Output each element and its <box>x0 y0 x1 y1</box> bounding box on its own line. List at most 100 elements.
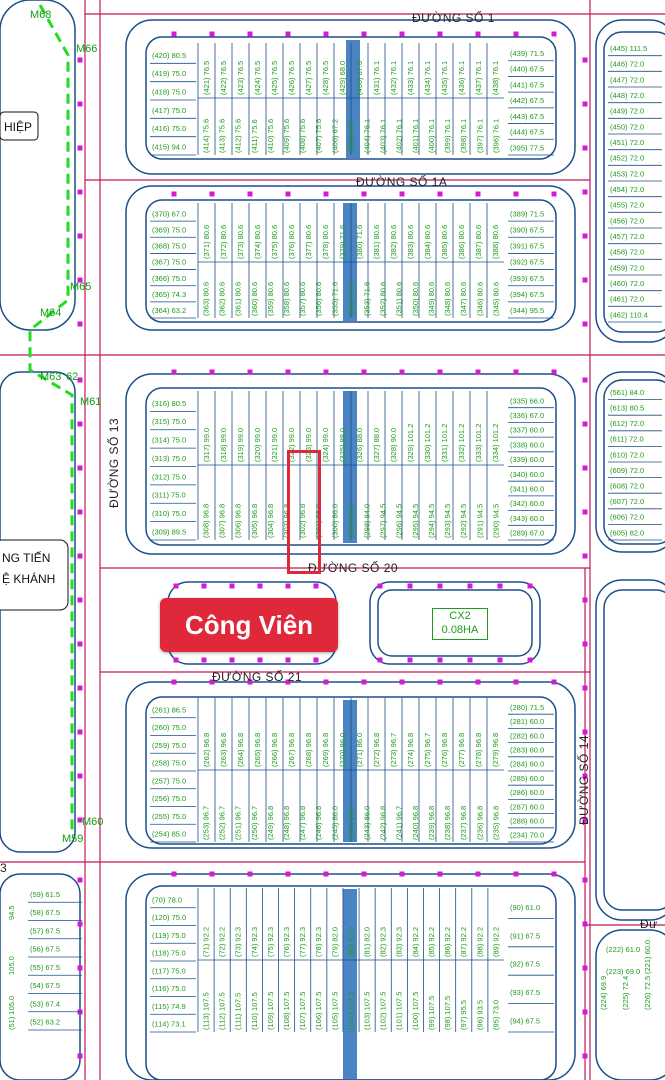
b5-lot-top: (84) 92.2 <box>411 927 420 957</box>
b3-lot-top: (333) 101.2 <box>474 424 483 462</box>
b1-lot-bottom: (402) 76.1 <box>395 119 404 153</box>
survey-marker-dot <box>582 57 588 63</box>
survey-marker-dot <box>551 191 557 197</box>
b4-lot-right: (234) 70.0 <box>510 831 544 840</box>
survey-marker-dot <box>361 369 367 375</box>
survey-marker-dot <box>323 679 329 685</box>
b2-lot-bottom: (363) 80.6 <box>201 282 210 316</box>
right-mid-lot: (605) 82.0 <box>610 528 644 537</box>
b5-lot-top: (87) 92.2 <box>459 927 468 957</box>
b2-lot-bottom: (355) 71.6 <box>330 282 339 316</box>
survey-marker-dot <box>582 233 588 239</box>
b3-lot-bottom: (297) 94.5 <box>379 504 388 538</box>
survey-marker-dot <box>582 465 588 471</box>
survey-marker-dot <box>77 509 83 515</box>
b5-lot-top: (72) 92.2 <box>218 927 227 957</box>
left-bottom-vert-lot: 105.0 <box>7 956 16 975</box>
survey-marker-dot <box>582 685 588 691</box>
b3-lot-bottom: (307) 96.8 <box>218 504 227 538</box>
b1-lot-right: (442) 67.5 <box>510 96 544 105</box>
b4-lot-bottom: (244) 86.0 <box>346 806 355 840</box>
b1-lot-right: (440) 67.5 <box>510 65 544 74</box>
road-label-so13: ĐƯỜNG SỐ 13 <box>106 418 121 508</box>
survey-marker-dot <box>582 189 588 195</box>
survey-marker-dot <box>77 101 83 107</box>
b1-lot-top: (437) 76.1 <box>474 61 483 95</box>
left-bottom-lot: (53) 67.4 <box>30 999 60 1008</box>
b4-lot-top: (275) 96.7 <box>423 733 432 767</box>
left-bottom-lot: (56) 67.5 <box>30 945 60 954</box>
lot-labels: (420) 80.5(419) 75.0(418) 75.0(417) 75.0… <box>7 43 662 1033</box>
survey-marker-dot <box>313 657 319 663</box>
b1-lot-bottom: (401) 76.1 <box>411 119 420 153</box>
b2-lot-top: (377) 80.6 <box>304 225 313 259</box>
place-label-hiep: HIỆP <box>4 119 32 134</box>
b4-lot-bottom: (245) 86.0 <box>330 806 339 840</box>
b2-lot-top: (382) 80.6 <box>389 225 398 259</box>
right-mid-lot: (608) 72.0 <box>610 482 644 491</box>
survey-marker-dot <box>171 369 177 375</box>
survey-marker-dot <box>77 233 83 239</box>
b5-lot-right: (91) 67.5 <box>510 931 540 940</box>
marker-62: 62 <box>66 371 78 383</box>
b3-lot-bottom: (304) 96.8 <box>266 504 275 538</box>
b5-lot-top: (79) 82.0 <box>330 927 339 957</box>
survey-marker-dot <box>171 191 177 197</box>
survey-marker-dot <box>173 583 179 589</box>
b4-lot-top: (270) 86.0 <box>338 733 347 767</box>
road-label-partial-left: 3 <box>0 861 7 875</box>
b2-lot-bottom: (353) 71.6 <box>363 282 372 316</box>
b4-lot-top: (276) 96.8 <box>440 733 449 767</box>
b1-lot-bottom: (404) 76.1 <box>363 119 372 153</box>
b1-lot-left: (418) 75.0 <box>152 88 186 97</box>
right-mid-lot: (609) 72.0 <box>610 466 644 475</box>
survey-marker-dot <box>171 871 177 877</box>
b1-lot-top: (431) 76.1 <box>372 61 381 95</box>
b3-lot-bottom: (291) 94.5 <box>475 504 484 538</box>
b5-lot-top: (78) 92.3 <box>314 927 323 957</box>
survey-marker-dot <box>399 679 405 685</box>
marker-m66: M66 <box>76 43 97 55</box>
survey-marker-dot <box>437 657 443 663</box>
right-mid-lot: (613) 80.5 <box>610 404 644 413</box>
b2-lot-left: (367) 75.0 <box>152 258 186 267</box>
survey-marker-dot <box>77 877 83 883</box>
survey-marker-dot <box>77 421 83 427</box>
survey-marker-dot <box>582 965 588 971</box>
b3-lot-bottom: (306) 96.8 <box>234 504 243 538</box>
b3-lot-left: (312) 75.0 <box>152 472 186 481</box>
b5-lot-bottom: (112) 107.5 <box>218 992 227 1030</box>
b1-lot-top: (425) 76.5 <box>270 61 279 95</box>
b4-lot-right: (280) 71.5 <box>510 703 544 712</box>
survey-marker-dot <box>377 657 383 663</box>
b5-lot-left: (115) 74.9 <box>152 1002 186 1011</box>
marker-m68: M68 <box>30 9 51 21</box>
b5-lot-right: (93) 67.5 <box>510 988 540 997</box>
b4-lot-left: (255) 75.0 <box>152 812 186 821</box>
b4-lot-right: (282) 60.0 <box>510 731 544 740</box>
survey-marker-dot <box>361 31 367 37</box>
survey-marker-dot <box>407 583 413 589</box>
b2-lot-left: (368) 75.0 <box>152 242 186 251</box>
b5-lot-top: (80) 82.0 <box>346 927 355 957</box>
b5-lot-left: (117) 75.0 <box>152 966 186 975</box>
marker-m60: M60 <box>82 816 103 828</box>
b3-lot-top: (320) 99.0 <box>253 428 262 462</box>
survey-marker-dot <box>513 191 519 197</box>
left-bottom-lot: (52) 63.2 <box>30 1018 60 1027</box>
b1-lot-top: (426) 76.5 <box>287 61 296 95</box>
b3-lot-right: (335) 66.0 <box>510 396 544 405</box>
b3-lot-top: (334) 101.2 <box>491 424 500 462</box>
b3-lot-bottom: (302) 96.8 <box>298 504 307 538</box>
b5-lot-bottom: (106) 107.5 <box>314 992 323 1030</box>
survey-marker-dot <box>551 871 557 877</box>
survey-marker-dot <box>513 31 519 37</box>
b4-lot-bottom: (235) 96.8 <box>491 806 500 840</box>
survey-marker-dot <box>527 583 533 589</box>
b3-lot-left: (310) 75.0 <box>152 509 186 518</box>
b5-lot-top: (89) 92.2 <box>491 927 500 957</box>
b2-lot-bottom: (346) 80.6 <box>475 282 484 316</box>
survey-marker-dot <box>361 679 367 685</box>
b3-lot-right: (342) 60.0 <box>510 499 544 508</box>
